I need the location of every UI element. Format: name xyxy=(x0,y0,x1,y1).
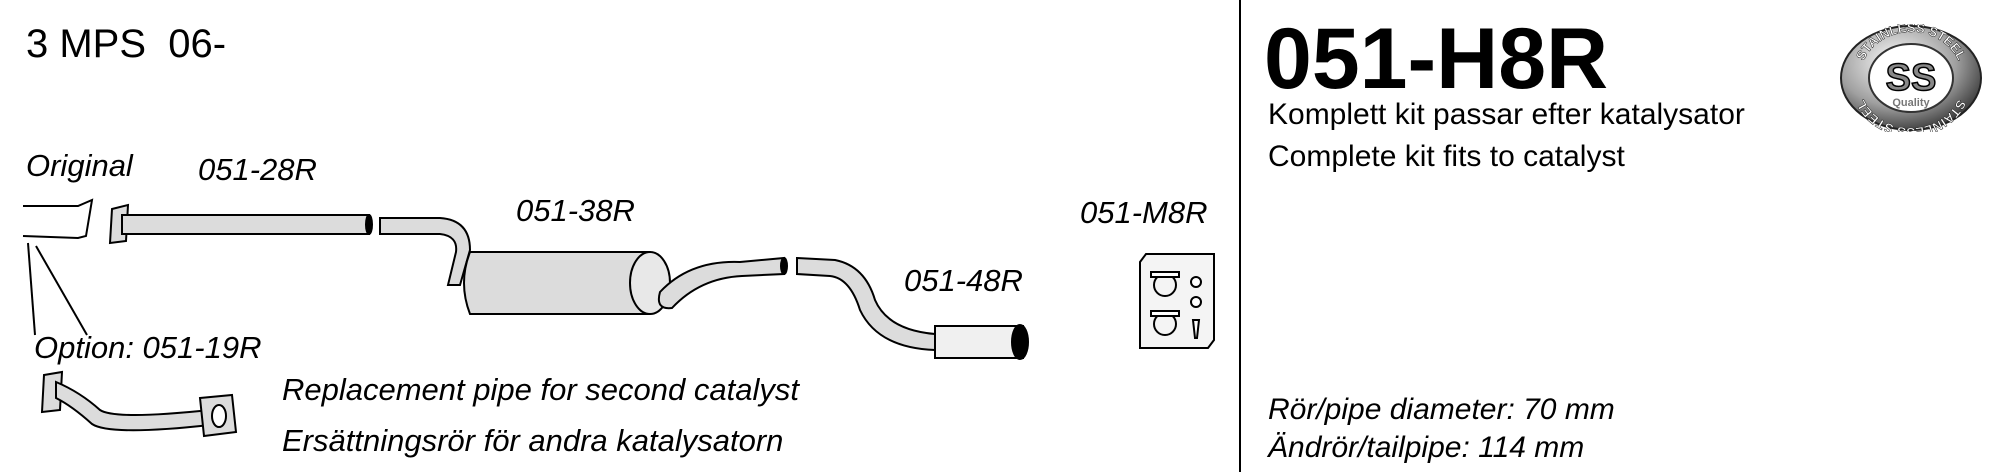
pipe-diameter: Rör/pipe diameter: 70 mm xyxy=(1268,393,1615,426)
model-title: 3 MPS 06- xyxy=(26,22,227,66)
kit-description-en: Complete kit fits to catalyst xyxy=(1268,140,1625,173)
option-description-en: Replacement pipe for second catalyst xyxy=(282,372,799,407)
label-part-middle: 051-38R xyxy=(516,193,635,228)
svg-text:SS: SS xyxy=(1886,57,1937,99)
label-part-front: 051-28R xyxy=(198,152,317,187)
original-pipe-stub xyxy=(22,198,94,336)
label-original: Original xyxy=(26,148,133,183)
svg-text:Quality: Quality xyxy=(1892,97,1930,109)
option-pipe-051-19R xyxy=(40,370,238,438)
pipe-051-28R xyxy=(108,203,373,245)
kit-description-sv: Komplett kit passar efter katalysator xyxy=(1268,98,1745,131)
exhaust-diagram xyxy=(22,198,1215,438)
tailpipe-051-48R xyxy=(796,256,1029,360)
divider xyxy=(1239,0,1241,472)
tailpipe-diameter: Ändrör/tailpipe: 114 mm xyxy=(1268,431,1585,464)
stainless-steel-quality-logo: STAINLESS STEEL STAINLESS STEEL SS Quali… xyxy=(1840,24,1982,132)
label-part-mounting: 051-M8R xyxy=(1080,195,1208,230)
kit-code: 051-H8R xyxy=(1264,11,1609,107)
muffler-051-38R xyxy=(379,217,788,315)
label-option: Option: 051-19R xyxy=(34,330,262,365)
label-part-rear: 051-48R xyxy=(904,263,1023,298)
mounting-kit-051-M8R xyxy=(1139,253,1215,349)
option-description-sv: Ersättningsrör för andra katalysatorn xyxy=(282,423,784,458)
